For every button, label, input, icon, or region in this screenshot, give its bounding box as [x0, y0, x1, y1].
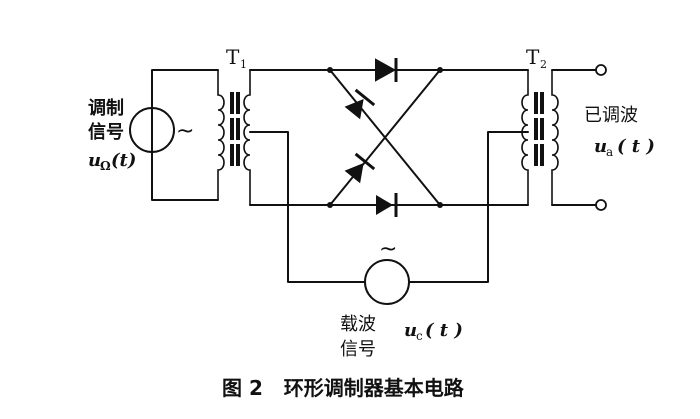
- bridge-wiring: [249, 69, 529, 206]
- carrier-signal-label-1: 载波: [340, 314, 376, 335]
- modulating-symbol: u Ω (t): [88, 150, 136, 173]
- svg-text:c: c: [416, 329, 423, 343]
- ac-source-icon: [129, 107, 175, 153]
- svg-text:u: u: [88, 150, 101, 171]
- svg-text:u: u: [404, 320, 417, 341]
- modulating-source: ~: [129, 69, 219, 201]
- diode-diagonal-lower: [344, 152, 376, 184]
- carrier-source: ~: [364, 237, 410, 305]
- junction-dots: [327, 67, 443, 208]
- svg-text:u: u: [594, 136, 607, 157]
- figure-caption: 图 2 环形调制器基本电路: [222, 376, 465, 400]
- carrier-tilde: ~: [379, 237, 397, 262]
- diode-top: [375, 58, 398, 82]
- svg-text:Ω: Ω: [100, 159, 111, 173]
- t2-subscript: 2: [540, 58, 547, 71]
- t1-center-tap-wire: [249, 131, 366, 283]
- t2-primary-coil: [521, 70, 529, 205]
- t2-core: [534, 92, 538, 114]
- t1-label: T: [226, 45, 240, 69]
- output-label: 已调波: [584, 105, 638, 126]
- t2-secondary-coil: [551, 70, 559, 205]
- output-terminal-bottom: [595, 199, 607, 211]
- carrier-signal-label-2: 信号: [340, 339, 376, 360]
- t1-primary-coil: [217, 70, 225, 200]
- t1-secondary-coil: [243, 70, 251, 205]
- diode-diagonal-upper: [344, 88, 376, 120]
- svg-text:( t ): ( t ): [425, 320, 463, 341]
- svg-text:( t ): ( t ): [617, 136, 655, 157]
- output-terminal-top: [595, 64, 607, 76]
- output-terminals: [551, 64, 607, 211]
- t1-subscript: 1: [240, 58, 247, 71]
- t2-label: T: [526, 45, 540, 69]
- t2-center-tap-wire: [408, 131, 529, 283]
- transformer-t1: T 1: [217, 45, 251, 205]
- diode-bottom: [376, 193, 398, 217]
- modulating-signal-label-1: 调制: [88, 98, 124, 119]
- svg-text:a: a: [606, 145, 613, 159]
- carrier-source-icon: [364, 259, 410, 305]
- svg-text:(t): (t): [111, 150, 136, 171]
- modulating-signal-label-2: 信号: [88, 121, 124, 143]
- carrier-symbol: u c ( t ): [404, 320, 463, 343]
- tilde-symbol: ~: [176, 119, 194, 144]
- output-symbol: u a ( t ): [594, 136, 655, 159]
- t1-core: [230, 92, 234, 114]
